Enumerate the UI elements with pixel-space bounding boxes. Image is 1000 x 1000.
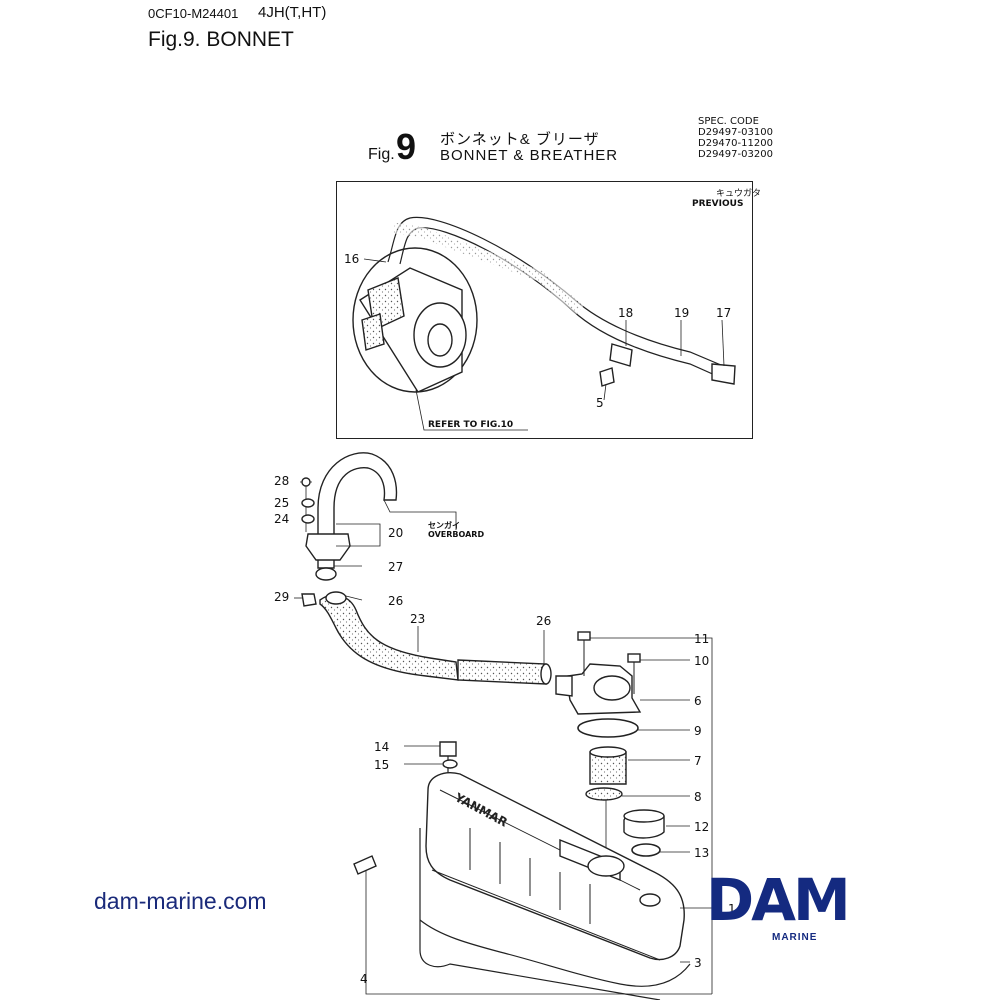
breather-hose-drawing [319,594,459,681]
callout-12: 12 [694,820,710,834]
spec-heading: SPEC. CODE [698,116,759,127]
dam-marine-logo: DAM [706,866,851,934]
callout-4: 4 [360,972,368,986]
callout-23: 23 [410,612,426,626]
page-title: Fig.9. BONNET [148,28,294,51]
fig-number: 9 [396,126,417,167]
spec-code-3: D29497-03200 [698,149,773,160]
website-link[interactable]: dam-marine.com [94,888,267,914]
previous-label-jp: キュウガタ [716,189,762,199]
callout-26-upper: 26 [388,594,404,608]
spec-code-2: D29470-11200 [698,138,773,149]
callout-3: 3 [694,956,702,970]
previous-label-en: PREVIOUS [692,199,744,209]
callout-5: 5 [596,396,604,410]
callout-29: 29 [274,590,290,604]
callout-28: 28 [274,474,290,488]
overboard-label-en: OVERBOARD [428,530,485,539]
callout-10: 10 [694,654,710,668]
callout-1: 1 [728,902,736,916]
air-silencer-drawing [352,247,478,393]
callout-6: 6 [694,694,702,708]
callout-24: 24 [274,512,290,526]
callout-9: 9 [694,724,702,738]
engine-model: 4JH(T,HT) [258,4,327,21]
previous-inset-frame [336,181,753,439]
callout-14: 14 [374,740,390,754]
callout-13: 13 [694,846,710,860]
callout-26-lower: 26 [536,614,552,628]
spec-code-1: D29497-03100 [698,127,773,138]
refer-note: REFER TO FIG.10 [428,420,514,430]
callout-18: 18 [618,306,634,320]
callout-20: 20 [388,526,404,540]
document-code: 0CF10-M24401 [148,6,239,21]
callout-16: 16 [344,252,360,266]
callout-27: 27 [388,560,404,574]
diagram-title-jp: ボンネット& ブリーザ [440,131,600,148]
callout-15: 15 [374,758,390,772]
callout-8: 8 [694,790,702,804]
callout-25: 25 [274,496,290,510]
overboard-label-jp: センガイ [428,521,460,530]
diagram-title-en: BONNET & BREATHER [440,147,619,164]
fig-label: Fig. [368,146,395,163]
callout-7: 7 [694,754,702,768]
logo-subtitle: MARINE [772,932,818,943]
callout-17: 17 [716,306,732,320]
spec-code-block: SPEC. CODE D29497-03100 D29470-11200 D29… [698,116,773,160]
callout-11: 11 [694,632,710,646]
callout-19: 19 [674,306,690,320]
